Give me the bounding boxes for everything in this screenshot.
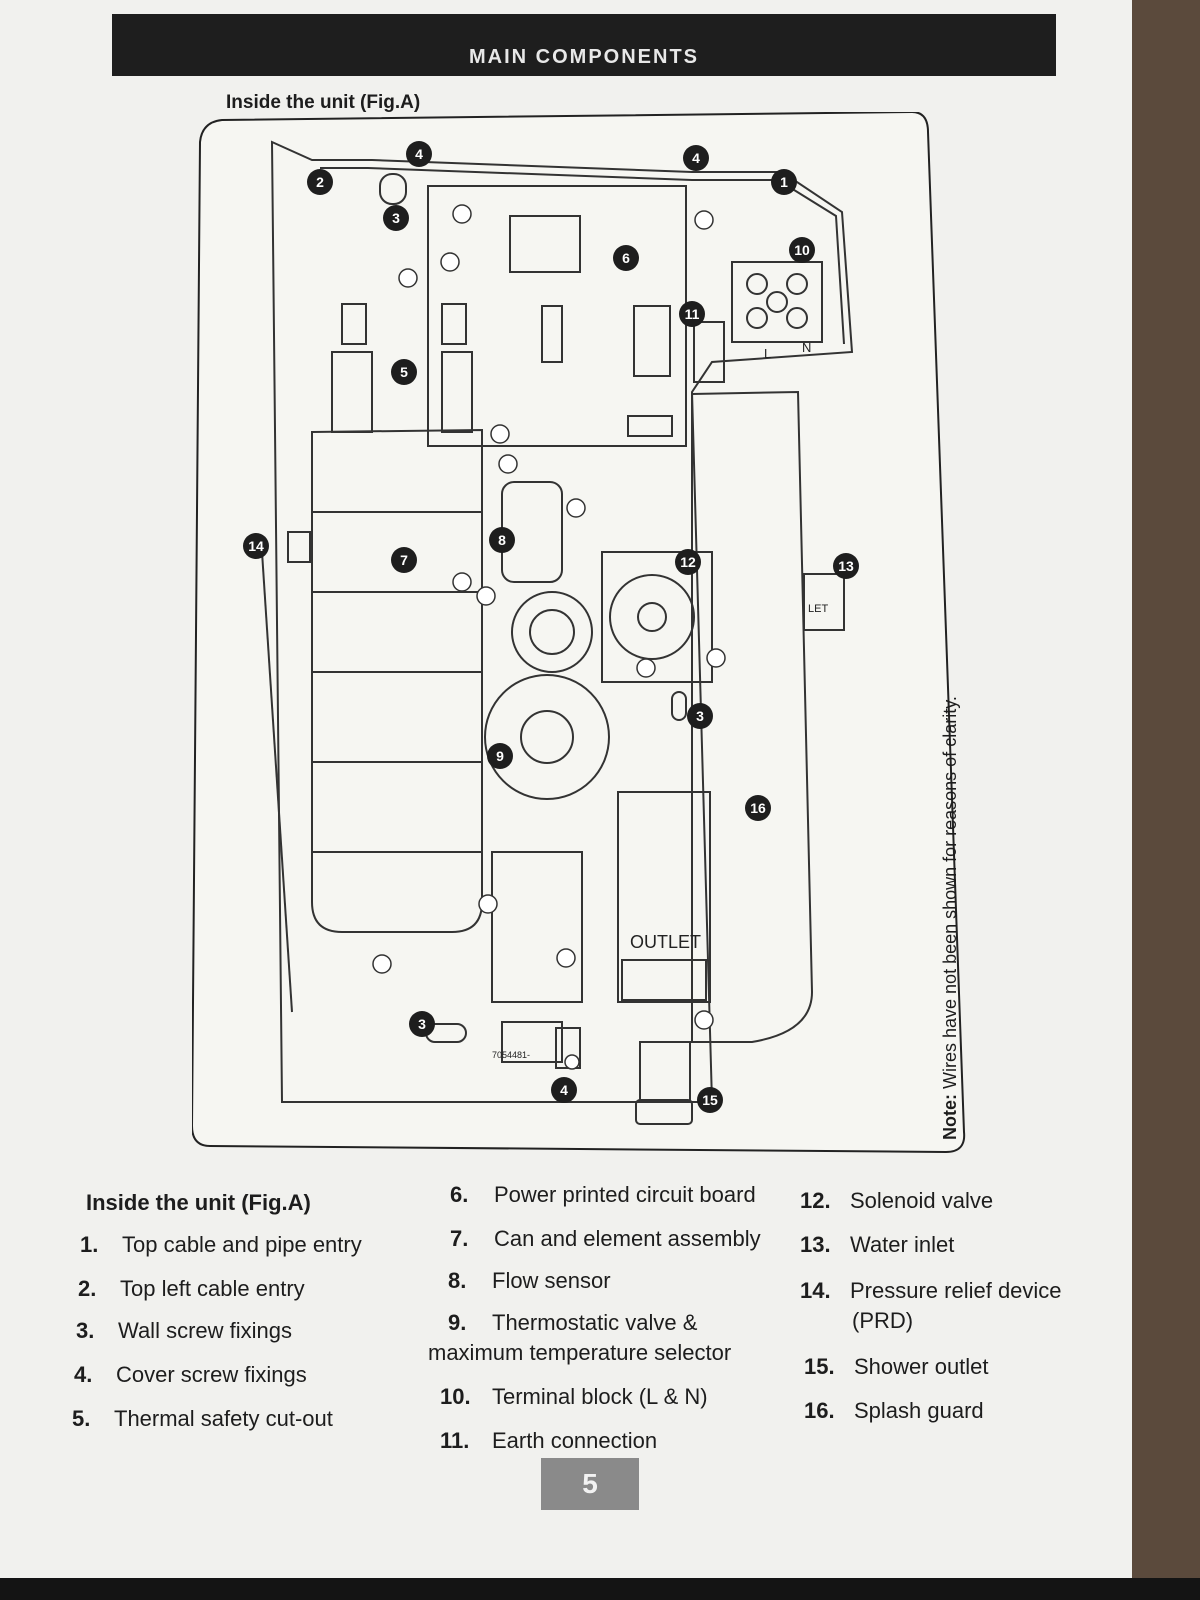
legend-item: 4.Cover screw fixings [74,1362,307,1387]
callout-2: 2 [307,169,333,195]
section-title: MAIN COMPONENTS [469,46,699,68]
terminal-block-outline [731,261,823,343]
manual-page: MAIN COMPONENTS Inside the unit (Fig.A) [0,0,1132,1578]
bottom-edge [0,1578,1200,1600]
outlet-block [617,791,711,1003]
clarity-note: Note: Wires have not been shown for reas… [940,640,980,1140]
legend-item: 12.Solenoid valve [800,1188,994,1213]
note-text: Wires have not been shown for reasons of… [940,696,960,1089]
svg-text:3: 3 [392,210,400,226]
legend-item: 2.Top left cable entry [78,1276,305,1301]
svg-text:5: 5 [400,364,408,380]
svg-text:3: 3 [696,708,704,724]
unit-housing [270,140,854,1103]
legend-item: 8.Flow sensor [448,1268,611,1293]
thermostatic-dial [484,674,610,800]
svg-text:4: 4 [415,146,423,162]
svg-text:1: 1 [780,174,788,190]
inlet-let-label: LET [808,603,828,615]
legend-item: 7.Can and element assembly [450,1226,761,1251]
legend-item: 14.Pressure relief device [800,1278,1062,1303]
legend-item-continued: (PRD) [852,1308,914,1333]
legend-item: 11.Earth connection [440,1428,658,1453]
figure-caption: Inside the unit (Fig.A) [226,92,421,113]
svg-text:13: 13 [838,558,854,574]
svg-text:7: 7 [400,552,408,568]
legend-item-continued: maximum temperature selector [428,1340,732,1365]
svg-text:11: 11 [685,306,700,322]
terminal-l-label: L [764,346,771,361]
note-prefix: Note: [940,1094,960,1140]
svg-text:10: 10 [794,242,810,258]
legend-item: 10.Terminal block (L & N) [440,1384,708,1409]
legend-item: 16.Splash guard [804,1398,984,1423]
callout-3-bottom: 3 [409,1011,435,1037]
legend-item: 6.Power printed circuit board [450,1182,756,1207]
outlet-label: OUTLET [630,932,701,952]
callout-14: 14 [243,533,269,559]
svg-text:2: 2 [316,174,324,190]
callout-12: 12 [675,549,701,575]
diagram-frame [192,112,966,1154]
callout-4-top-left: 4 [406,141,432,167]
legend-item: 5.Thermal safety cut-out [72,1406,333,1431]
svg-text:4: 4 [560,1082,568,1098]
svg-text:6: 6 [622,250,630,266]
component-diagram: OUTLET LET L N 7054481- 4 4 2 1 3 10 6 1… [192,112,966,1154]
callout-5: 5 [391,359,417,385]
callout-8: 8 [489,527,515,553]
legend-item: 15.Shower outlet [804,1354,989,1379]
svg-text:9: 9 [496,748,504,764]
page-number: 5 [541,1458,639,1510]
svg-text:8: 8 [498,532,506,548]
legend-item: 13.Water inlet [800,1232,955,1257]
callout-9: 9 [487,743,513,769]
svg-text:14: 14 [248,538,264,554]
callout-3-middle: 3 [687,703,713,729]
callout-10: 10 [789,237,815,263]
legend-item: 3.Wall screw fixings [76,1318,292,1343]
header-bar [112,14,1056,76]
splash-guard-outline [691,390,814,1043]
callout-11: 11 [679,301,705,327]
callout-7: 7 [391,547,417,573]
svg-text:3: 3 [418,1016,426,1032]
legend-item: 9.Thermostatic valve & [448,1310,698,1335]
callout-3-top: 3 [383,205,409,231]
callout-4-bottom: 4 [551,1077,577,1103]
callout-4-top-right: 4 [683,145,709,171]
svg-text:12: 12 [680,554,696,570]
svg-text:15: 15 [702,1092,718,1108]
legend-title: Inside the unit (Fig.A) [86,1190,311,1215]
callout-1: 1 [771,169,797,195]
callout-16: 16 [745,795,771,821]
part-number-label: 7054481- [492,1050,530,1060]
callout-13: 13 [833,553,859,579]
callout-6: 6 [613,245,639,271]
svg-text:16: 16 [750,800,766,816]
terminal-n-label: N [802,340,811,355]
table-surface [1132,0,1200,1578]
legend-item: 1.Top cable and pipe entry [80,1232,362,1257]
callout-15: 15 [697,1087,723,1113]
svg-text:4: 4 [692,150,700,166]
